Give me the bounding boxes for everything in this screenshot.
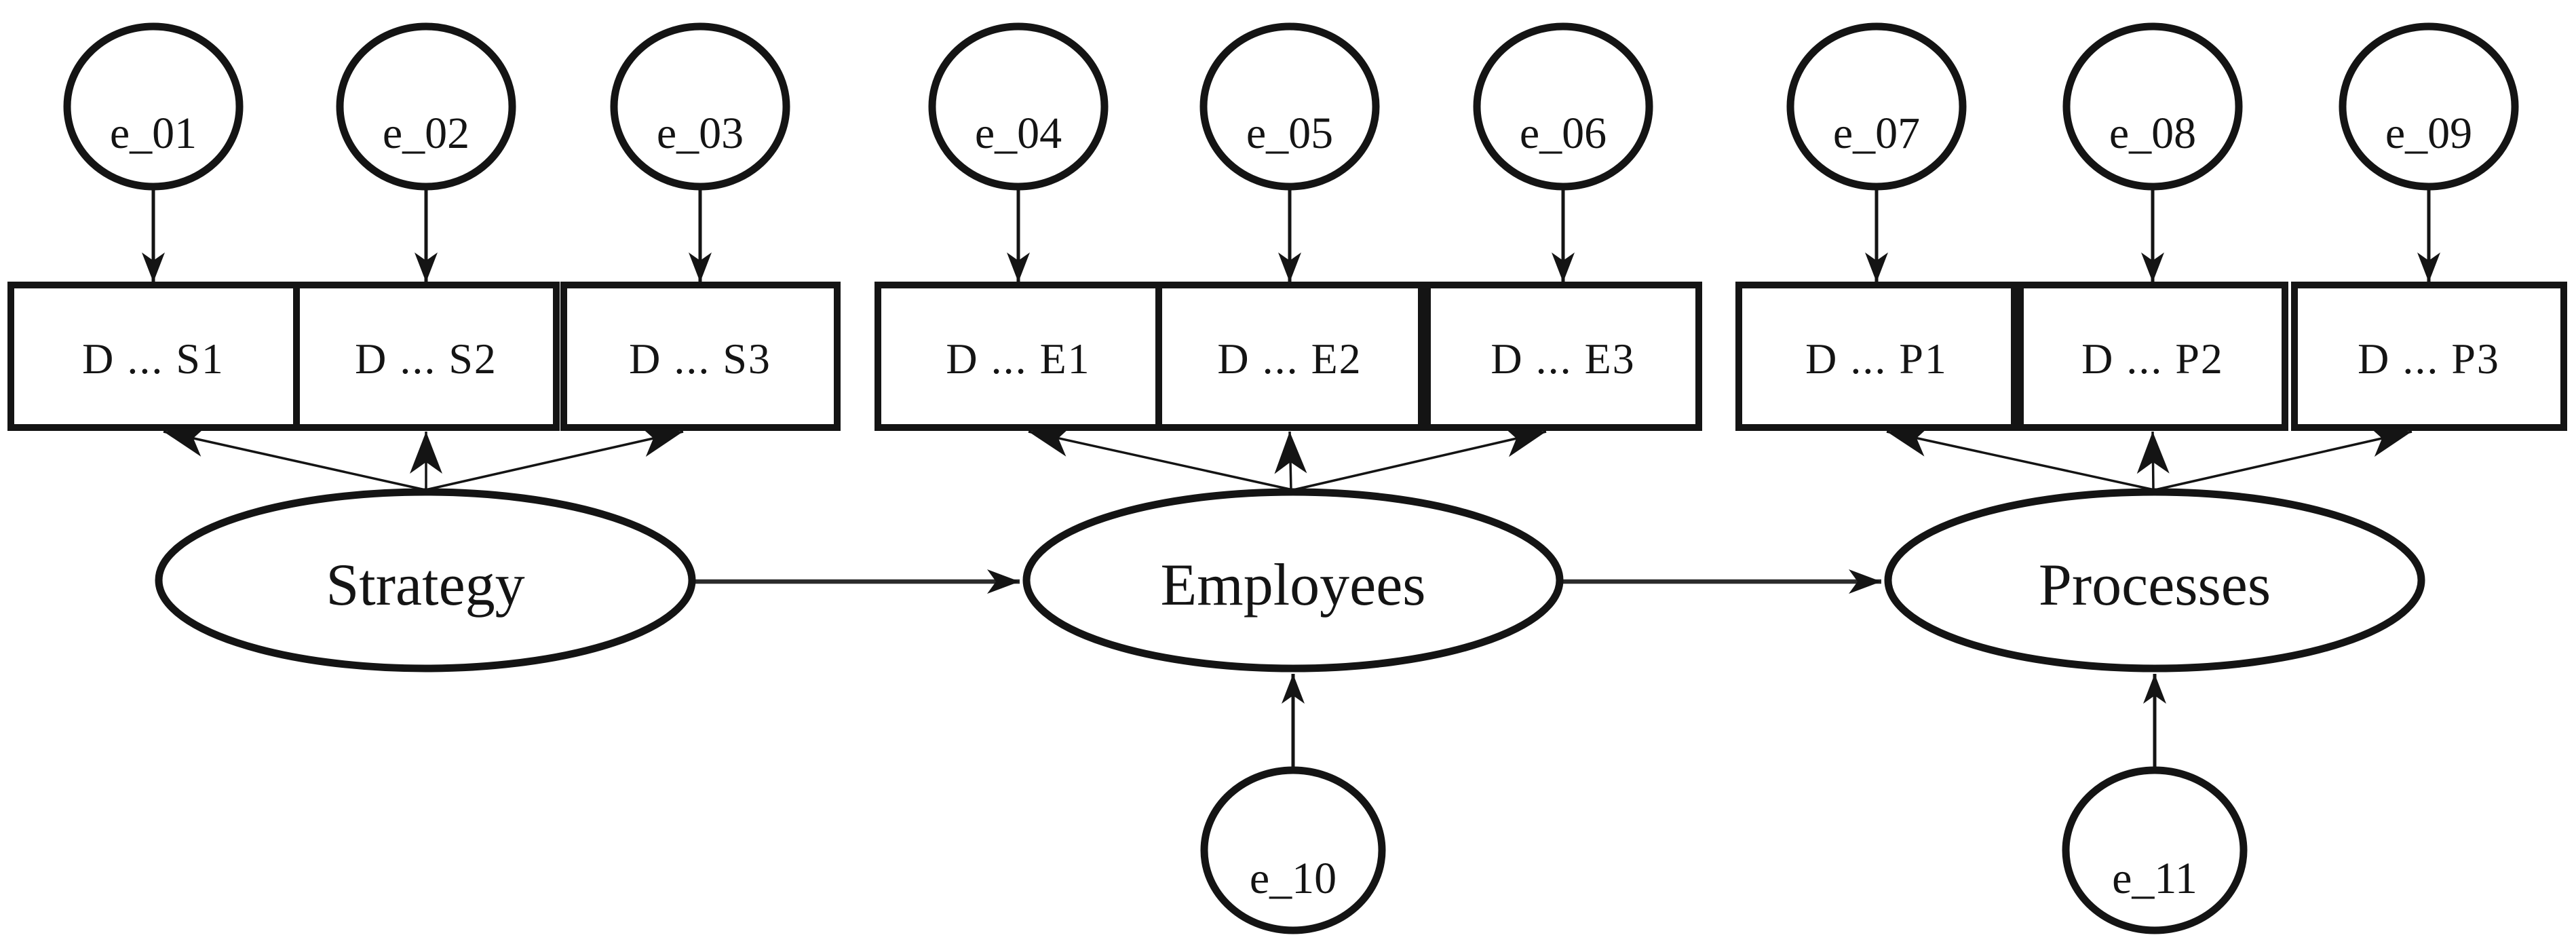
- indicator-label: D ... E1: [946, 335, 1090, 383]
- latent-ellipse: [1022, 488, 1564, 672]
- indicator-label: D ... S2: [355, 335, 497, 383]
- indicator-rect: [1424, 282, 1702, 431]
- indicator-label: D ... E2: [1217, 335, 1362, 383]
- error-circle: [1200, 766, 1386, 934]
- error-circle: [336, 22, 516, 191]
- indicator-node-e3: D ... E3: [1424, 282, 1702, 431]
- latent-node-employees: Employees: [1022, 488, 1564, 672]
- indicator-node-p1: D ... P1: [1735, 282, 2018, 431]
- error-label: e_01: [110, 109, 197, 158]
- arrow-processes-to-p1: [1886, 424, 2155, 491]
- error-node-e05: e_05: [1199, 22, 1380, 191]
- error-circle: [2062, 766, 2248, 934]
- error-label: e_11: [2112, 854, 2197, 903]
- indicator-label: D ... E3: [1491, 335, 1635, 383]
- indicator-node-e1: D ... E1: [874, 282, 1162, 431]
- arrow-processes-to-p3: [2154, 425, 2412, 491]
- error-label: e_08: [2109, 109, 2196, 158]
- error-circle: [1199, 22, 1380, 191]
- error-label: e_03: [657, 109, 744, 158]
- error-circle: [928, 22, 1109, 191]
- error-node-e02: e_02: [336, 22, 516, 191]
- error-label: e_10: [1250, 854, 1337, 903]
- error-node-e01: e_01: [63, 22, 244, 191]
- indicator-label: D ... S3: [629, 335, 771, 383]
- error-label: e_05: [1246, 109, 1333, 158]
- error-node-e06: e_06: [1473, 22, 1653, 191]
- latent-label: Strategy: [326, 552, 524, 618]
- latent-ellipse: [1884, 488, 2425, 672]
- indicator-rect: [2291, 282, 2567, 431]
- indicator-rect: [1735, 282, 2018, 431]
- indicator-label: D ... P1: [1805, 335, 1948, 383]
- arrow-employees-to-e1: [1028, 424, 1294, 491]
- indicator-node-e2: D ... E2: [1155, 282, 1425, 431]
- error-label: e_04: [975, 109, 1062, 158]
- error-label: e_02: [383, 109, 469, 158]
- error-node-e09: e_09: [2339, 22, 2519, 191]
- indicator-label: D ... P2: [2081, 335, 2224, 383]
- error-node-e04: e_04: [928, 22, 1109, 191]
- error-node-e08: e_08: [2062, 22, 2243, 191]
- latent-node-processes: Processes: [1884, 488, 2425, 672]
- indicator-rect: [1155, 282, 1425, 431]
- indicator-node-p3: D ... P3: [2291, 282, 2567, 431]
- error-label: e_07: [1833, 109, 1920, 158]
- arrow-strategy-to-s1: [163, 425, 426, 491]
- indicator-label: D ... P3: [2358, 335, 2500, 383]
- indicator-rect: [293, 282, 560, 431]
- error-circle: [63, 22, 244, 191]
- arrow-strategy-to-s3: [425, 425, 684, 491]
- error-circle: [610, 22, 790, 191]
- error-node-e11: e_11: [2062, 766, 2248, 934]
- indicator-node-s3: D ... S3: [560, 282, 841, 431]
- latent-label: Employees: [1160, 552, 1425, 618]
- indicator-node-p2: D ... P2: [2017, 282, 2288, 431]
- indicator-label: D ... S1: [82, 335, 225, 383]
- error-circle: [1473, 22, 1653, 191]
- arrow-employees-to-e3: [1292, 425, 1547, 491]
- latent-label: Processes: [2039, 552, 2271, 618]
- error-node-e03: e_03: [610, 22, 790, 191]
- error-node-e07: e_07: [1786, 22, 1967, 191]
- error-label: e_09: [2385, 109, 2472, 158]
- indicator-node-s2: D ... S2: [293, 282, 560, 431]
- error-node-e10: e_10: [1200, 766, 1386, 934]
- latent-ellipse: [155, 488, 696, 672]
- error-label: e_06: [1520, 109, 1607, 158]
- error-circle: [2062, 22, 2243, 191]
- arrow-employees-to-e2: [1274, 431, 1307, 491]
- indicator-rect: [2017, 282, 2288, 431]
- latent-node-strategy: Strategy: [155, 488, 696, 672]
- error-circle: [2339, 22, 2519, 191]
- indicator-rect: [560, 282, 841, 431]
- indicator-node-s1: D ... S1: [7, 282, 300, 431]
- error-circle: [1786, 22, 1967, 191]
